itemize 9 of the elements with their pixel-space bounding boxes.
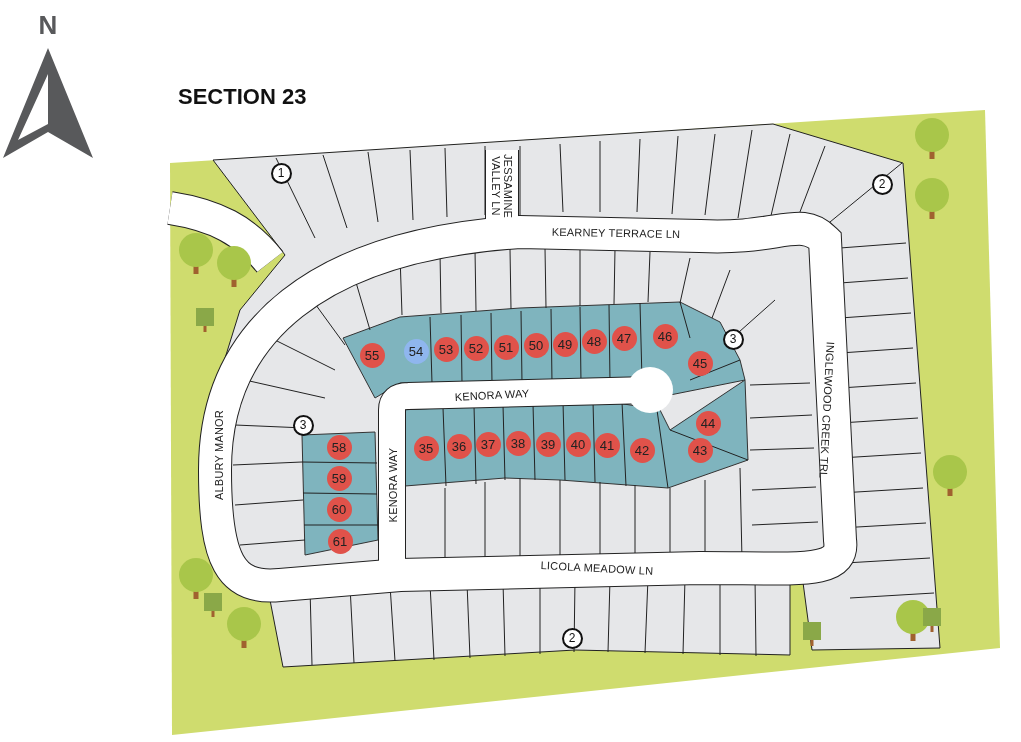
street-name: LICOLA MEADOW LN (540, 559, 654, 577)
street-name: INGLEWOOD CREEK TRL (817, 341, 837, 479)
north-label: N (38, 10, 58, 40)
street-name: KEARNEY TERRACE LN (551, 225, 681, 241)
street-name: ALBURY MANOR (212, 410, 226, 500)
street-name: JESSAMINE VALLEY LN (489, 152, 515, 221)
street-name: KENORA WAY (454, 387, 530, 403)
map-title: SECTION 23 (178, 84, 307, 110)
street-name: KENORA WAY (386, 447, 400, 523)
